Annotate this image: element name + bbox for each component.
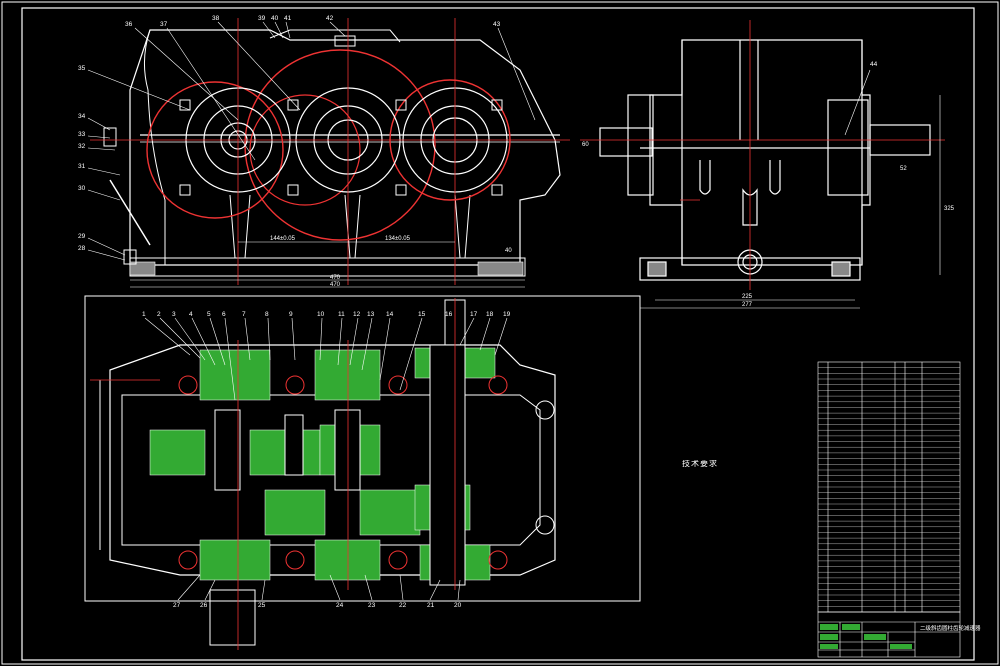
side-dim-c: 52: [900, 166, 907, 172]
balloon-29: 29: [78, 233, 86, 240]
title-block: [817, 611, 961, 658]
balloon-20: 20: [454, 602, 462, 609]
front-dim-a: 144±0.05: [270, 236, 296, 242]
side-view: [599, 39, 931, 281]
balloon-27: 27: [173, 602, 181, 609]
front-dim-d: 470: [330, 282, 341, 288]
front-dim-e: 40: [505, 248, 512, 254]
balloon-13: 13: [367, 311, 375, 318]
balloon-12: 12: [353, 311, 361, 318]
balloon-26: 26: [200, 602, 208, 609]
balloon-1: 1: [142, 311, 146, 318]
balloon-43: 43: [493, 21, 501, 28]
balloon-28: 28: [78, 245, 86, 252]
balloon-30: 30: [78, 185, 86, 192]
balloon-33: 33: [78, 131, 86, 138]
balloon-15: 15: [418, 311, 426, 318]
balloon-32: 32: [78, 143, 86, 150]
balloon-41: 41: [284, 15, 292, 22]
balloon-19: 19: [503, 311, 511, 318]
balloon-14: 14: [386, 311, 394, 318]
balloon-39: 39: [258, 15, 266, 22]
balloon-7: 7: [242, 311, 246, 318]
balloon-16: 16: [445, 311, 453, 318]
side-dim-e: 60: [582, 142, 589, 148]
balloon-34: 34: [78, 113, 86, 120]
balloon-4: 4: [189, 311, 193, 318]
balloon-24: 24: [336, 602, 344, 609]
technical-requirements: 技术要求: [600, 460, 800, 472]
balloon-21: 21: [427, 602, 435, 609]
front-dim-c: 470: [330, 275, 341, 281]
parts-list-rows: [818, 367, 960, 607]
sheet-inner-border: [21, 7, 975, 661]
balloon-36: 36: [125, 21, 133, 28]
balloon-42: 42: [326, 15, 334, 22]
balloon-3: 3: [172, 311, 176, 318]
side-dim-d: 325: [944, 206, 955, 212]
balloon-2: 2: [157, 311, 161, 318]
balloon-11: 11: [338, 311, 345, 318]
front-dim-b: 134±0.05: [385, 236, 411, 242]
balloon-23: 23: [368, 602, 376, 609]
balloon-8: 8: [265, 311, 269, 318]
balloon-37: 37: [160, 21, 168, 28]
balloon-35: 35: [78, 65, 86, 72]
balloon-22: 22: [399, 602, 407, 609]
balloon-38: 38: [212, 15, 220, 22]
balloon-31: 31: [78, 163, 86, 170]
balloon-9: 9: [289, 311, 293, 318]
balloon-5: 5: [207, 311, 211, 318]
plan-view: [84, 295, 641, 650]
balloon-40: 40: [271, 15, 279, 22]
side-dim-b: 277: [742, 302, 753, 308]
technical-requirements-title: 技术要求: [682, 460, 718, 468]
front-view: 144±0.05 134±0.05 470 470 40: [90, 18, 570, 288]
balloon-44: 44: [870, 61, 878, 68]
balloon-18: 18: [486, 311, 494, 318]
balloon-10: 10: [317, 311, 325, 318]
drawing-title: 二级斜齿圆柱齿轮减速器: [920, 624, 981, 632]
balloon-17: 17: [470, 311, 478, 318]
balloon-25: 25: [258, 602, 266, 609]
side-dim-a: 225: [742, 294, 753, 300]
balloon-6: 6: [222, 311, 226, 318]
